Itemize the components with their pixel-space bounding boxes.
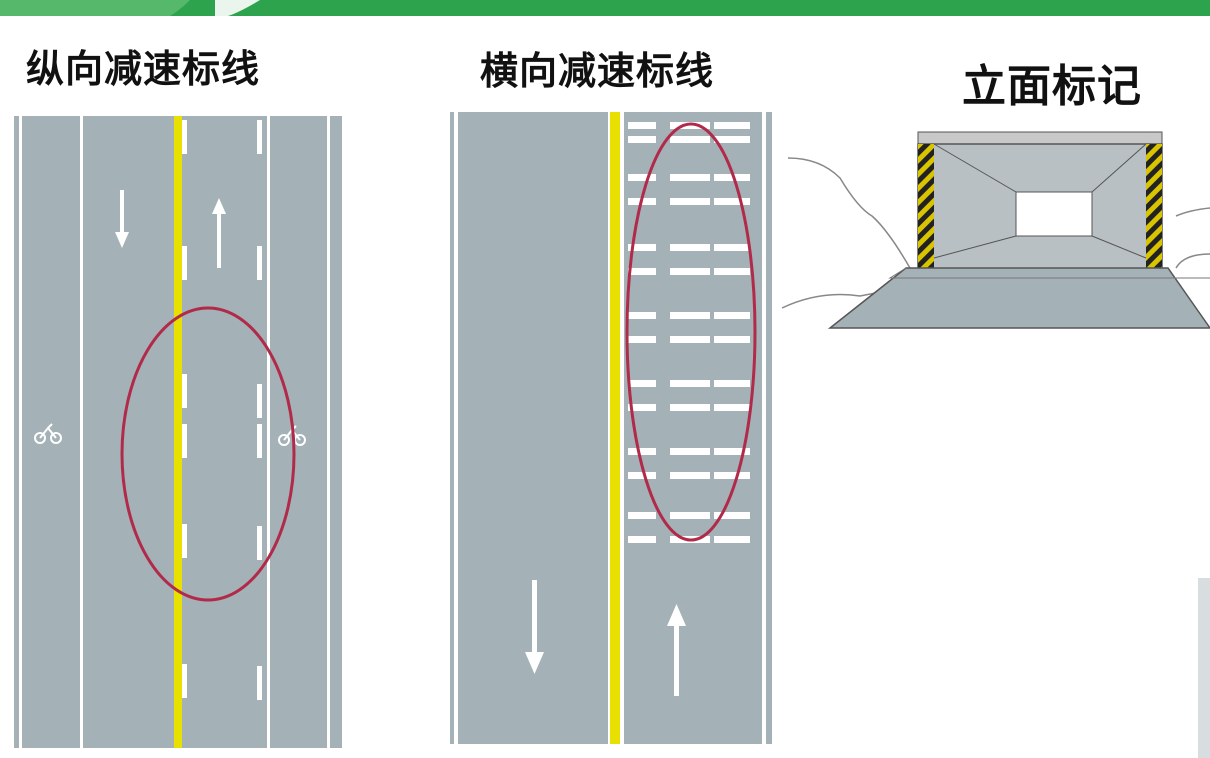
transverse-bar [670, 404, 710, 411]
title-transverse: 横向减速标线 [480, 49, 715, 93]
left-edge-line [19, 116, 22, 748]
transverse-bar [670, 336, 710, 343]
transverse-bar [714, 336, 750, 343]
transverse-bar [714, 512, 750, 519]
transverse-bar [670, 244, 710, 251]
transverse-bar [714, 268, 750, 275]
hazard-stripe-right [1146, 144, 1162, 278]
left-lane-line [80, 116, 83, 748]
transverse-bar [714, 448, 750, 455]
transverse-bar [714, 198, 750, 205]
highlight-circle [625, 122, 757, 542]
page-edge-panel [1198, 578, 1210, 758]
bicycle-icon [34, 423, 62, 444]
transverse-bar [714, 472, 750, 479]
right-deceleration-dashes [257, 120, 262, 700]
transverse-bar [628, 122, 656, 129]
transverse-bar [714, 244, 750, 251]
transverse-bar [714, 312, 750, 319]
right-lane-line [620, 112, 624, 744]
center-line [174, 116, 182, 748]
left-edge-line [454, 112, 458, 744]
right-lane-line [267, 116, 270, 748]
transverse-bar [628, 174, 656, 181]
center-line [610, 112, 620, 744]
longitudinal-road-diagram [14, 116, 342, 748]
transverse-bar [628, 448, 656, 455]
header-strip [0, 0, 1210, 16]
tunnel-inner-lines [933, 143, 1147, 259]
left-deceleration-dashes [182, 120, 187, 698]
transverse-bar [714, 536, 750, 543]
transverse-bar [628, 336, 656, 343]
elevation-tunnel-diagram [781, 131, 1210, 329]
transverse-bar [628, 380, 656, 387]
right-edge-line [762, 112, 766, 744]
transverse-bar [670, 448, 710, 455]
transverse-bar [714, 122, 750, 129]
transverse-bar [714, 404, 750, 411]
highlight-circle [120, 306, 296, 602]
arrow-icon [212, 198, 226, 268]
transverse-bar [670, 174, 710, 181]
transverse-bar [628, 268, 656, 275]
transverse-bar [714, 174, 750, 181]
terrain-line [1175, 207, 1210, 269]
transverse-bar [670, 136, 710, 143]
hazard-stripe-left [918, 144, 934, 278]
transverse-bar [628, 404, 656, 411]
transverse-bar [628, 312, 656, 319]
left-lane-line [608, 112, 611, 744]
transverse-road-diagram [450, 112, 772, 744]
transverse-bar [628, 136, 656, 143]
tunnel-top-slab [917, 131, 1163, 145]
arrow-icon [525, 580, 544, 674]
transverse-bar [628, 512, 656, 519]
transverse-bar [670, 268, 710, 275]
transverse-bar [670, 380, 710, 387]
transverse-bar [714, 380, 750, 387]
transverse-bar [670, 312, 710, 319]
arrow-icon [115, 190, 129, 248]
transverse-bar [628, 472, 656, 479]
transverse-bar [628, 244, 656, 251]
arrow-icon [667, 604, 686, 696]
road-approach [827, 267, 1210, 329]
transverse-bar [670, 198, 710, 205]
tunnel-opening [1015, 191, 1093, 237]
right-edge-line [327, 116, 330, 748]
terrain-line [787, 157, 911, 269]
transverse-bar [714, 136, 750, 143]
title-longitudinal: 纵向减速标线 [26, 47, 261, 91]
transverse-bar [670, 512, 710, 519]
transverse-bar [670, 472, 710, 479]
transverse-bar [628, 536, 656, 543]
title-elevation: 立面标记 [962, 61, 1142, 112]
